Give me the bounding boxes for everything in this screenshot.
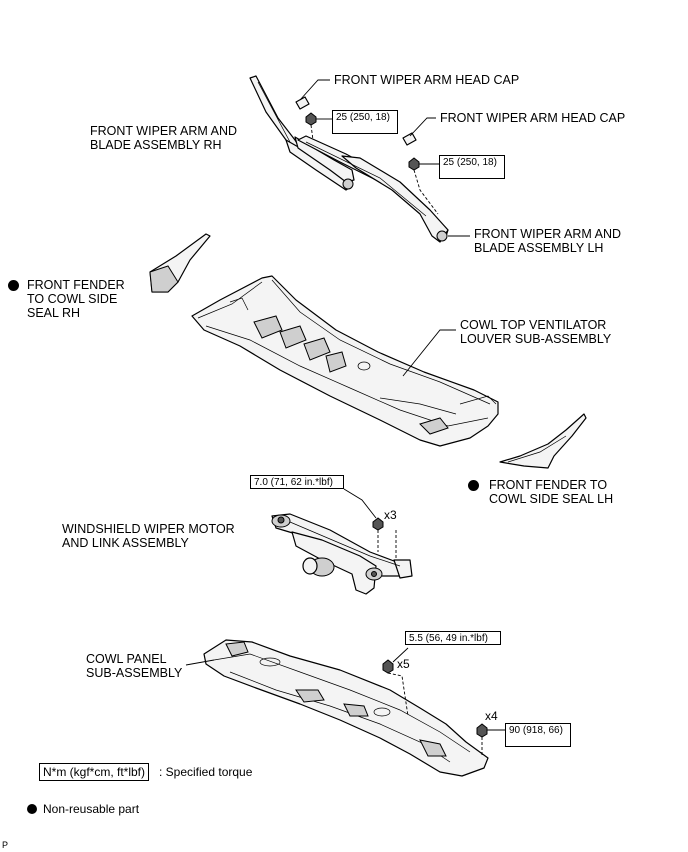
louver-drawing — [191, 275, 499, 447]
label-seal-rh: FRONT FENDER TO COWL SIDE SEAL RH — [27, 278, 125, 320]
wiper-arm-rh-drawing — [249, 75, 355, 191]
corner-mark: P — [2, 840, 9, 850]
label-head-cap-rh: FRONT WIPER ARM HEAD CAP — [334, 73, 520, 87]
nut-rh-drawing — [305, 112, 317, 126]
legend-non-reusable-mark — [27, 804, 37, 814]
non-reusable-mark-seal-rh — [8, 280, 19, 291]
head-cap-lh-drawing — [402, 132, 417, 146]
qty-cowl-nuts: x4 — [485, 709, 498, 723]
torque-box-motor: 7.0 (71, 62 in.*lbf) — [250, 475, 344, 489]
legend-torque-text: : Specified torque — [159, 765, 253, 779]
torque-box-arm-lh: 25 (250, 18) — [439, 155, 505, 179]
nut-lh-drawing — [408, 157, 420, 171]
wiper-arm-lh-drawing — [297, 135, 449, 243]
non-reusable-mark-seal-lh — [468, 480, 479, 491]
qty-motor-bolts: x3 — [384, 508, 397, 522]
torque-box-arm-rh: 25 (250, 18) — [332, 110, 398, 134]
cowl-nut-drawing — [476, 723, 488, 738]
label-seal-lh: FRONT FENDER TO COWL SIDE SEAL LH — [489, 478, 614, 506]
torque-box-cowl-nut: 90 (918, 66) — [505, 723, 571, 747]
wiper-motor-link-drawing — [271, 513, 413, 595]
label-louver: COWL TOP VENTILATOR LOUVER SUB-ASSEMBLY — [460, 318, 612, 346]
label-head-cap-lh: FRONT WIPER ARM HEAD CAP — [440, 111, 626, 125]
torque-box-cowl-bolt: 5.5 (56, 49 in.*lbf) — [405, 631, 501, 645]
cowl-bolt-drawing — [382, 659, 394, 674]
fender-seal-rh-drawing — [149, 233, 211, 293]
motor-bolt-drawing — [372, 517, 384, 531]
legend-torque-unit-box: N*m (kgf*cm, ft*lbf) — [39, 763, 150, 781]
qty-cowl-bolts: x5 — [397, 657, 410, 671]
head-cap-rh-drawing — [295, 96, 310, 110]
fender-seal-lh-drawing — [499, 413, 587, 469]
label-motor: WINDSHIELD WIPER MOTOR AND LINK ASSEMBLY — [62, 522, 235, 550]
label-arm-rh: FRONT WIPER ARM AND BLADE ASSEMBLY RH — [90, 124, 238, 152]
label-arm-lh: FRONT WIPER ARM AND BLADE ASSEMBLY LH — [474, 227, 622, 255]
legend-non-reusable-text: Non-reusable part — [43, 802, 140, 816]
cowl-panel-drawing — [203, 639, 489, 777]
label-cowl-panel: COWL PANEL SUB-ASSEMBLY — [86, 652, 183, 680]
